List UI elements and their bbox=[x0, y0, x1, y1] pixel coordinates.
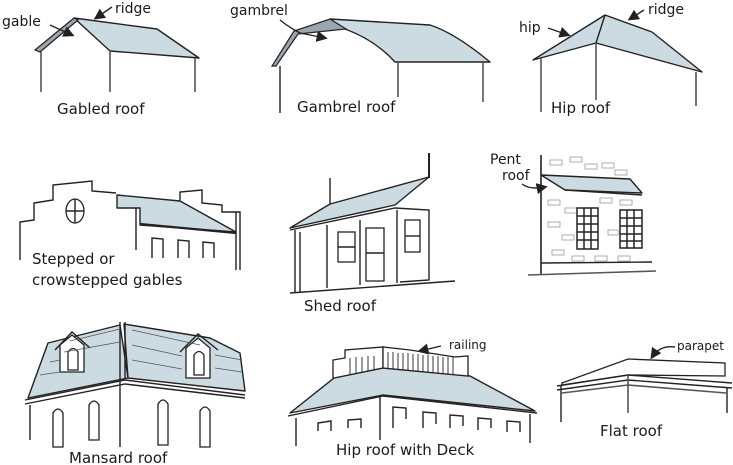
parapet-label: parapet bbox=[677, 339, 724, 353]
gable-label: gable bbox=[2, 14, 41, 30]
ridge-label-hip: ridge bbox=[648, 2, 684, 18]
hip-roof-with-deck-caption: Hip roof with Deck bbox=[336, 441, 475, 459]
flat-roof-caption: Flat roof bbox=[600, 422, 663, 440]
hip-roof-with-deck-illustration: railing Hip roof with Deck bbox=[287, 338, 538, 459]
ridge-arrow bbox=[93, 6, 113, 20]
hip-roof-illustration: hip ridge Hip roof bbox=[519, 2, 703, 117]
roof-label: roof bbox=[502, 168, 531, 184]
shed-roof-caption: Shed roof bbox=[304, 297, 377, 315]
parapet-arrow bbox=[650, 346, 676, 360]
pent-roof-arrow bbox=[521, 183, 548, 195]
flat-roof-illustration: parapet Flat roof bbox=[556, 339, 733, 440]
gabled-roof-illustration: gable ridge Gabled roof bbox=[2, 1, 200, 118]
hip-roof-caption: Hip roof bbox=[551, 99, 611, 117]
stepped-caption-line2: crowstepped gables bbox=[32, 271, 183, 289]
gambrel-roof-caption: Gambrel roof bbox=[297, 98, 396, 116]
gambrel-label: gambrel bbox=[230, 3, 288, 19]
ridge-arrow-hip bbox=[627, 9, 645, 21]
gable-arrow bbox=[49, 24, 75, 37]
railing-arrow bbox=[417, 343, 442, 355]
gabled-roof-caption: Gabled roof bbox=[57, 100, 145, 118]
ridge-label: ridge bbox=[115, 1, 151, 17]
stepped-gables-illustration: Stepped or crowstepped gables bbox=[19, 180, 241, 289]
hip-label: hip bbox=[519, 20, 541, 36]
railing-label: railing bbox=[449, 338, 487, 352]
gambrel-roof-illustration: gambrel Gambrel roof bbox=[230, 3, 491, 116]
pent-label: Pent bbox=[490, 152, 521, 168]
hip-arrow bbox=[547, 26, 571, 38]
pent-roof-illustration: Pent roof bbox=[490, 152, 657, 276]
stepped-caption-line1: Stepped or bbox=[32, 250, 115, 268]
gambrel-arrow bbox=[279, 19, 328, 42]
mansard-roof-caption: Mansard roof bbox=[69, 449, 168, 465]
shed-roof-illustration: Shed roof bbox=[289, 153, 456, 315]
mansard-roof-illustration: Mansard roof bbox=[24, 322, 246, 465]
